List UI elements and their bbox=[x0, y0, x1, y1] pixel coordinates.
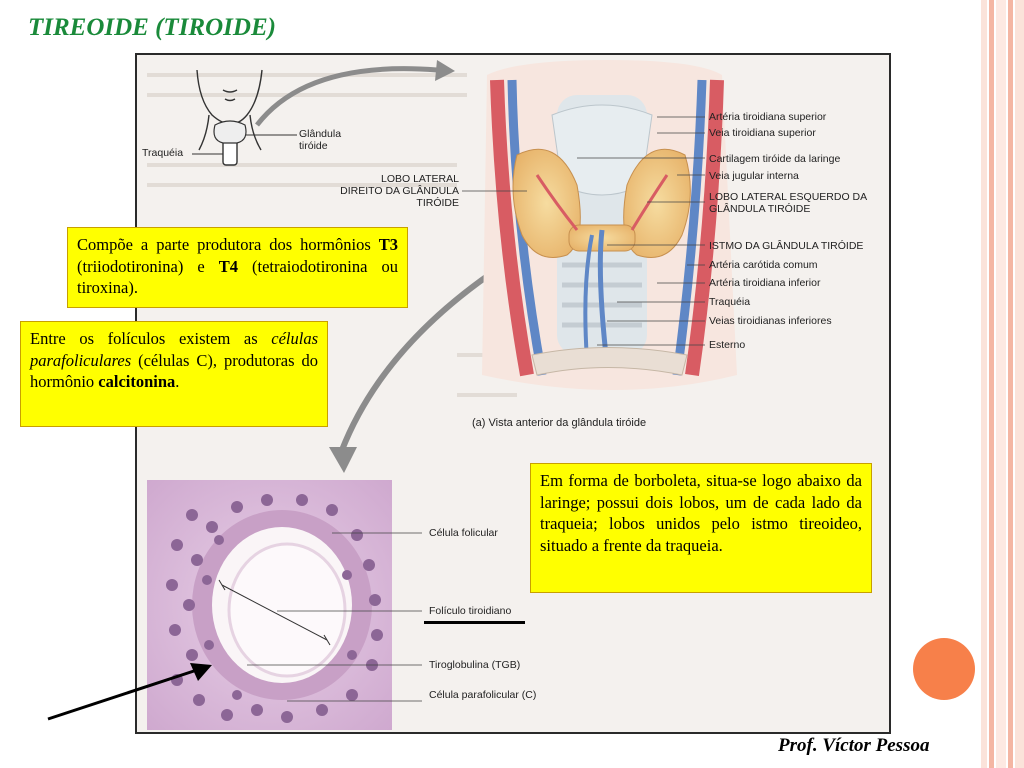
callout-t3: T3 bbox=[378, 235, 398, 254]
slide-footer-author: Prof. Víctor Pessoa bbox=[778, 735, 930, 756]
thyroid-illustration bbox=[147, 60, 737, 730]
figure-caption: (a) Vista anterior da glândula tiróide bbox=[472, 417, 647, 429]
label-veia-jugular-interna: Veia jugular interna bbox=[709, 170, 799, 182]
accent-circle bbox=[913, 638, 975, 700]
label-tiroglobulina: Tiroglobulina (TGB) bbox=[429, 659, 521, 671]
callout-hormones-text-3: (tetraiodotironina ou tiroxina). bbox=[77, 256, 398, 298]
label-veias-tiroidianas-inferiores: Veias tiroidianas inferiores bbox=[709, 315, 832, 327]
label-arteria-carotida-comum: Artéria carótida comum bbox=[709, 259, 818, 271]
label-celula-folicular: Célula folicular bbox=[429, 527, 498, 539]
pointer-arrow bbox=[47, 663, 212, 721]
label-traqueia: Traquéia bbox=[709, 296, 751, 308]
neck-thumbnail bbox=[196, 69, 263, 166]
label-veia-tiroidiana-superior: Veia tiroidiana superior bbox=[709, 127, 816, 139]
callout-hormones: Compõe a parte produtora dos hormônios T… bbox=[67, 227, 408, 308]
callout-parafollicular: Entre os folículos existem as células pa… bbox=[20, 321, 328, 427]
decorative-stripes bbox=[981, 0, 1024, 768]
callout-t4: T4 bbox=[218, 256, 238, 276]
label-glandula-tiroide: Glândula tiróide bbox=[299, 128, 342, 152]
label-celula-parafolicular: Célula parafolicular (C) bbox=[429, 689, 537, 701]
callout-parafollicular-text-1: Entre os folículos existem as bbox=[30, 329, 272, 348]
callout-hormones-text-1: Compõe a parte produtora dos hormônios bbox=[77, 235, 379, 254]
thyroid-figure: Glândula tiróide Traquéia LOBO LATERAL D… bbox=[135, 53, 891, 734]
callout-parafollicular-text-3: . bbox=[175, 372, 180, 391]
label-cartilagem-tiroide: Cartilagem tiróide da laringe bbox=[709, 153, 841, 165]
histology-micrograph bbox=[147, 480, 392, 730]
label-istmo: ISTMO DA GLÂNDULA TIRÓIDE bbox=[709, 240, 864, 252]
label-traqueia-thumb: Traquéia bbox=[142, 147, 184, 159]
callout-hormones-text-2: (triiodotironina) e bbox=[77, 256, 219, 276]
label-arteria-tiroidiana-superior: Artéria tiroidiana superior bbox=[709, 111, 827, 123]
label-foliculo-tiroidiano: Folículo tiroidiano bbox=[429, 605, 512, 617]
neck-anatomy bbox=[482, 60, 737, 390]
callout-parafollicular-text-2: (células C), produtoras do hormônio bbox=[30, 350, 318, 392]
label-arteria-tiroidiana-inferior: Artéria tiroidiana inferior bbox=[709, 277, 821, 289]
underline-mark bbox=[424, 621, 525, 624]
callout-shape-location-text: Em forma de borboleta, situa-se logo aba… bbox=[540, 471, 862, 555]
slide-title: TIREOIDE (TIROIDE) bbox=[28, 14, 276, 41]
label-lobo-lateral-esquerdo: LOBO LATERAL ESQUERDO DA GLÂNDULA TIRÓID… bbox=[709, 191, 867, 215]
callout-shape-location: Em forma de borboleta, situa-se logo aba… bbox=[530, 463, 872, 593]
label-esterno: Esterno bbox=[709, 339, 746, 351]
callout-parafollicular-cells: células parafoliculares bbox=[30, 329, 318, 370]
callout-calcitonin: calcitonina bbox=[98, 372, 176, 391]
label-lobo-lateral-direito: LOBO LATERAL DIREITO DA GLÂNDULA TIRÓIDE bbox=[340, 173, 459, 209]
